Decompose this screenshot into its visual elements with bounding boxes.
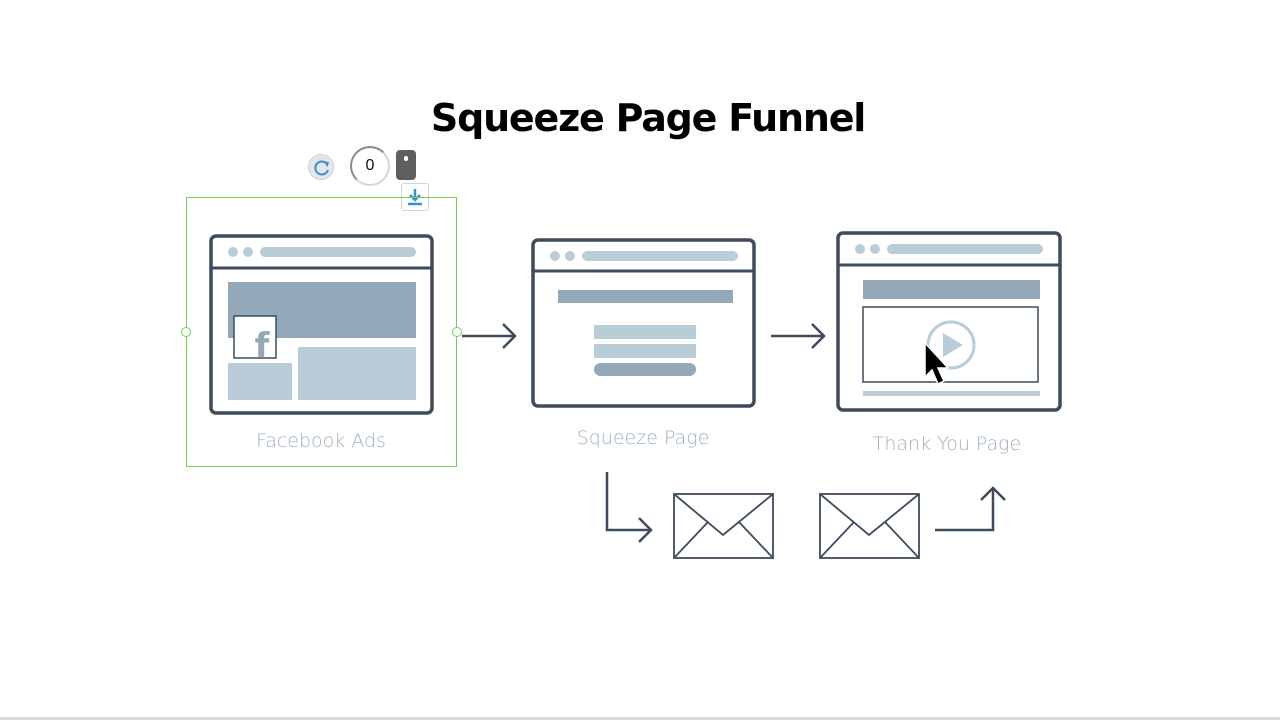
facebook-icon: f — [255, 326, 271, 366]
step-label-squeeze-page: Squeeze Page — [576, 427, 710, 449]
rotate-button[interactable] — [308, 154, 334, 180]
squeeze-page-browser-icon — [531, 238, 756, 408]
rotation-counter[interactable]: 0 — [350, 146, 390, 186]
envelope-icon — [673, 493, 774, 559]
mouse-icon[interactable] — [396, 150, 416, 180]
play-icon — [943, 333, 963, 357]
resize-handle-left[interactable] — [181, 327, 191, 337]
rotate-icon — [314, 160, 329, 176]
step-label-facebook-ads: Facebook Ads — [256, 430, 386, 452]
mouse-cursor-icon — [924, 341, 950, 386]
arrow-icon — [462, 323, 517, 349]
resize-handle-right[interactable] — [452, 327, 462, 337]
arrow-icon — [605, 472, 653, 543]
thank-you-page-browser-icon — [836, 231, 1062, 412]
step-label-thank-you-page: Thank You Page — [872, 433, 1022, 455]
page-title: Squeeze Page Funnel — [430, 96, 866, 140]
arrow-icon — [771, 323, 826, 349]
arrow-icon — [935, 486, 1006, 532]
envelope-icon — [819, 493, 920, 559]
facebook-ads-browser-icon: f — [209, 234, 434, 415]
bottom-border — [0, 717, 1280, 720]
